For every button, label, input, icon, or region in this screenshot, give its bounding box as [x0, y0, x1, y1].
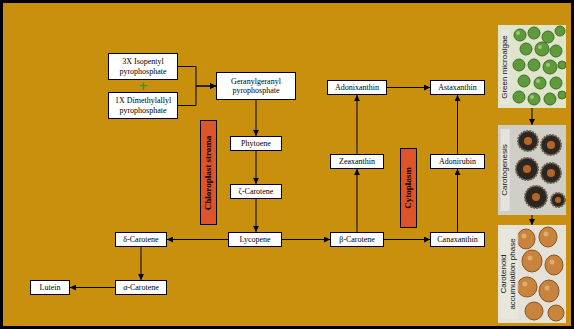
- photo-panel: Carotenoid accumulation phase: [498, 225, 566, 323]
- pathway-arrow: [178, 67, 216, 87]
- compartment-label: Cytoplasm: [404, 167, 414, 209]
- pathway-arrow: [178, 86, 216, 106]
- pathway-arrow: [384, 239, 430, 240]
- pathway-box: Lycopene: [228, 232, 282, 247]
- pathway-box: Astaxanthin: [430, 80, 485, 95]
- pathway-box: 1X Dimethylallyl pyrophosphate: [108, 92, 178, 119]
- compound-name: 1X Dimethylallyl pyrophosphate: [112, 96, 174, 114]
- photo-panel: Carotogenesis: [498, 125, 566, 215]
- compartment-band: Cytoplasm: [400, 148, 417, 228]
- compartment-label: Chloroplast stroma: [204, 135, 214, 209]
- pathway-arrow: [357, 95, 358, 154]
- compound-name: 3X Isopentyl pyrophosphate: [112, 57, 174, 75]
- pathway-box: α-Carotene: [115, 280, 167, 295]
- compound-name: α-Carotene: [123, 283, 159, 292]
- compound-name: Adonixanthin: [335, 83, 379, 92]
- plus-sign: +: [138, 80, 148, 92]
- pathway-box: Lutein: [30, 280, 70, 295]
- pathway-box: Zeaxanthin: [330, 154, 384, 169]
- pathway-box: β-Carotene: [330, 232, 384, 247]
- pathway-arrow: [282, 239, 330, 240]
- pathway-arrow: [167, 239, 228, 240]
- compound-name: ζ-Carotene: [239, 187, 274, 196]
- photo-caption: Green microalgae: [500, 29, 509, 104]
- compound-name: δ-Carotene: [123, 235, 158, 244]
- photo-caption: Carotogenesis: [500, 129, 509, 211]
- compartment-band: Chloroplast stroma: [200, 120, 217, 225]
- compound-name: Zeaxanthin: [339, 157, 375, 166]
- pathway-box: Adonirubin: [430, 154, 485, 169]
- compound-name: Geranylgeranyl pyrophosphate: [220, 77, 292, 95]
- pathway-arrow: [457, 169, 458, 232]
- pathway-arrow: [457, 95, 458, 154]
- compound-name: Canaxanthin: [437, 235, 477, 244]
- pathway-arrow: [387, 87, 430, 88]
- compound-name: Adonirubin: [439, 157, 476, 166]
- background-panel: [3, 3, 571, 326]
- pathway-arrow: [141, 247, 142, 280]
- pathway-box: Adonixanthin: [327, 80, 387, 95]
- pathway-box: Phytoene: [230, 136, 282, 151]
- pathway-box: δ-Carotene: [115, 232, 167, 247]
- compound-name: β-Carotene: [339, 235, 375, 244]
- compound-name: Phytoene: [241, 139, 271, 148]
- pathway-box: ζ-Carotene: [230, 184, 282, 199]
- pathway-arrow: [532, 215, 533, 225]
- pathway-box: Geranylgeranyl pyrophosphate: [216, 72, 296, 100]
- pathway-arrow: [532, 108, 533, 125]
- pathway-arrow: [70, 287, 115, 288]
- pathway-arrow: [256, 199, 257, 232]
- compound-name: Lycopene: [239, 235, 270, 244]
- pathway-arrow: [256, 100, 257, 136]
- pathway-box: Canaxanthin: [430, 232, 485, 247]
- compound-name: Astaxanthin: [438, 83, 477, 92]
- pathway-box: 3X Isopentyl pyrophosphate: [108, 53, 178, 80]
- pathway-arrow: [357, 169, 358, 232]
- photo-panel: Green microalgae: [498, 25, 566, 108]
- photo-caption: Carotenoid accumulation phase: [500, 229, 518, 319]
- pathway-arrow: [256, 151, 257, 184]
- compound-name: Lutein: [40, 283, 61, 292]
